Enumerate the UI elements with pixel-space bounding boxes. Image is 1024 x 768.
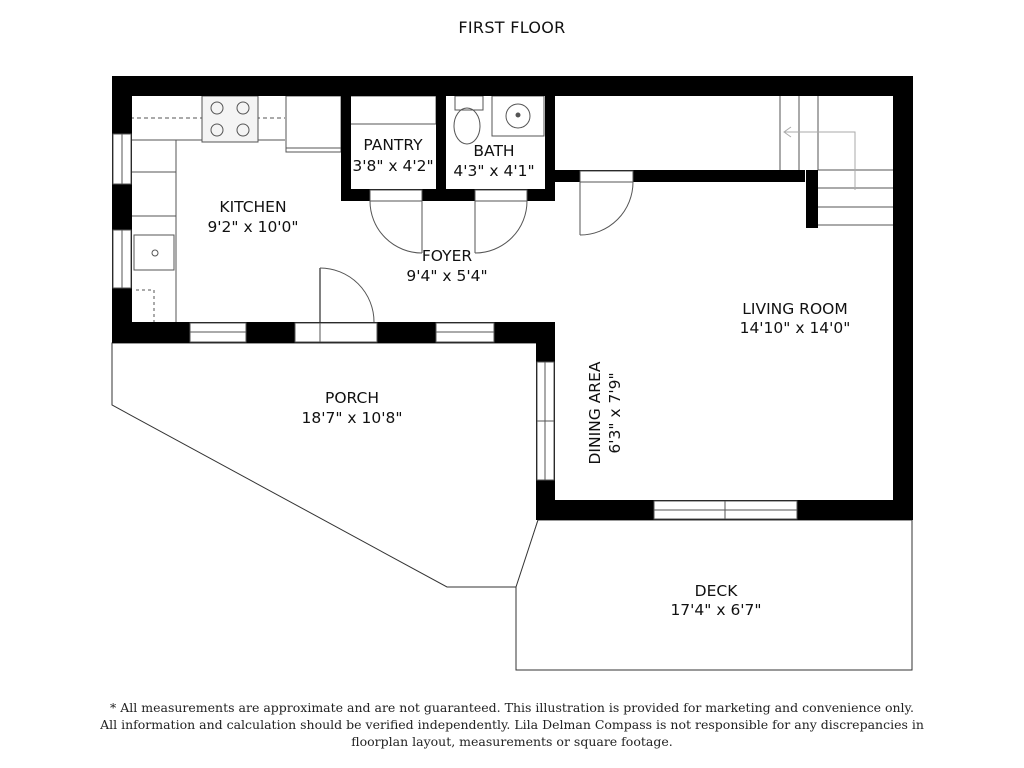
deck-dims: 17'4" x 6'7" <box>670 601 761 619</box>
kitchen-dims: 9'2" x 10'0" <box>207 218 298 236</box>
windows <box>112 133 798 520</box>
porch-name: PORCH <box>325 389 379 407</box>
bath-name: BATH <box>473 142 514 160</box>
porch-outline <box>111 342 539 588</box>
living-room-dims: 14'10" x 14'0" <box>740 319 851 337</box>
room-labels: KITCHEN 9'2" x 10'0" PANTRY 3'8" x 4'2" … <box>207 136 850 619</box>
kitchen-name: KITCHEN <box>219 198 286 216</box>
deck-name: DECK <box>695 582 739 600</box>
pantry-shelf <box>349 95 437 125</box>
bath-dims: 4'3" x 4'1" <box>453 162 534 180</box>
bath-fixtures <box>453 95 545 145</box>
dining-area-dims: 6'3" x 7'9" <box>606 372 624 453</box>
stairs <box>779 96 893 226</box>
disclaimer-line-1: * All measurements are approximate and a… <box>110 700 914 715</box>
foyer-dims: 9'4" x 5'4" <box>406 267 487 285</box>
foyer-name: FOYER <box>422 247 473 265</box>
dining-area-name: DINING AREA <box>586 361 604 464</box>
doors <box>294 170 634 343</box>
disclaimer-line-3: floorplan layout, measurements or square… <box>351 734 673 749</box>
disclaimer: * All measurements are approximate and a… <box>90 699 934 750</box>
pantry-dims: 3'8" x 4'2" <box>352 157 433 175</box>
floor-title: FIRST FLOOR <box>458 18 566 37</box>
pantry-name: PANTRY <box>363 136 423 154</box>
porch-dims: 18'7" x 10'8" <box>302 409 403 427</box>
disclaimer-line-2: All information and calculation should b… <box>100 717 924 732</box>
living-room-name: LIVING ROOM <box>742 300 847 318</box>
